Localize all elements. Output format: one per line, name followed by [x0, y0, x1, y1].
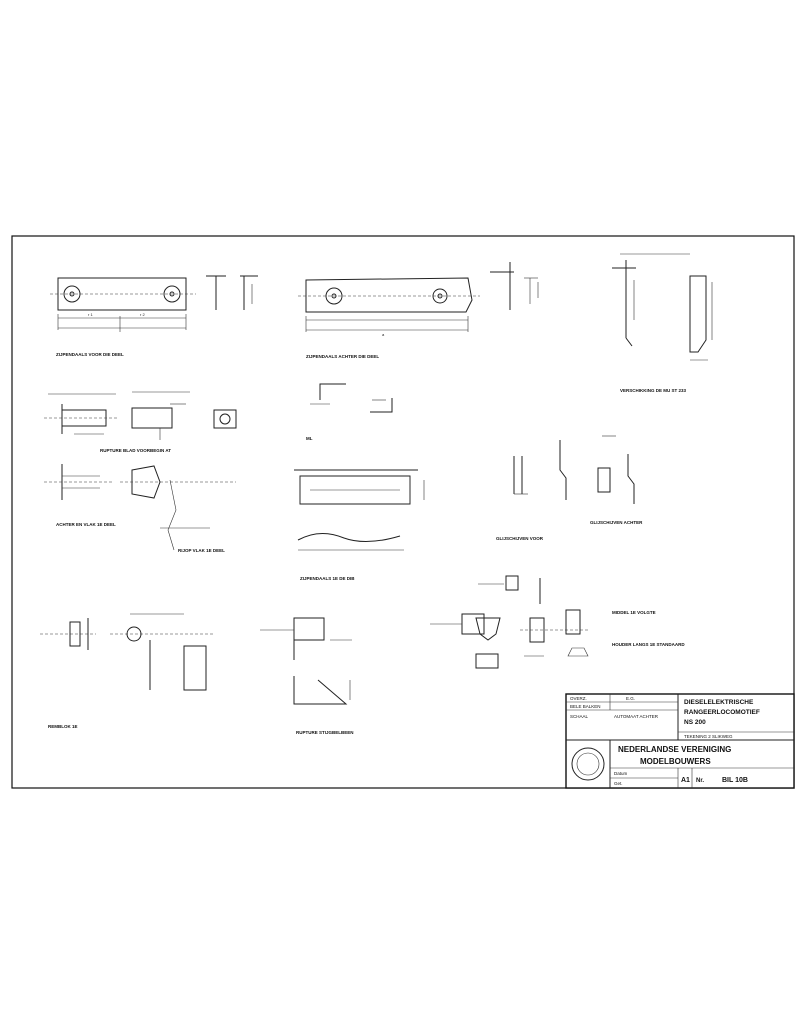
tb-row2-left: BELE BALKEN [570, 704, 601, 709]
tb-row1-mid: E.G. [626, 696, 635, 701]
holder-drawing [430, 575, 590, 669]
caption-stirrup: RUPTURE STIJGBELBEEN [296, 730, 354, 735]
bent-bracket-drawing [310, 383, 393, 413]
caption-slide-plate-front: GLIJSCHIJVEN VOOR [496, 536, 544, 541]
tb-subtitle: TEKENING 2 SLIKWEG [684, 734, 733, 739]
slide-plate-front [513, 440, 567, 500]
tb-drawn-label: Get. [614, 781, 623, 786]
rear-axle-drawing [44, 464, 236, 551]
tb-number-label: Nr. [696, 778, 704, 784]
caption-holder: HOUDER LANGS 1E STANDAARD [612, 642, 685, 647]
organization-seal [571, 747, 605, 781]
tb-date-label: Datum [614, 771, 628, 776]
slide-plate-rear [597, 435, 635, 504]
tb-row3-mid: AUTOMAAT ACHTER [614, 714, 659, 719]
stirrup-drawing [260, 617, 352, 705]
tb-row1-left: OVERZ. [570, 696, 587, 701]
frame-section-drawing [294, 469, 425, 551]
title-block [565, 693, 795, 789]
caption-slide-plate-rear: GLIJSCHIJVEN ACHTER [590, 520, 643, 525]
caption-bent-bracket: ML [306, 436, 313, 441]
tb-sheet-size: A1 [681, 777, 690, 784]
dim-label: r 2 [140, 312, 145, 317]
caption-middle: MIDDEL 1E VOLGTE [612, 610, 656, 615]
rear-sidebar-section [490, 262, 539, 310]
front-sidebar-section [206, 275, 258, 310]
caption-axle-box: RUPTURE BLAD VOORBEGIN AT [100, 448, 171, 453]
caption-front-sidebar: ZIJPENDAALS VOOR DIE DEEL [56, 352, 124, 357]
tb-title-line-2: RANGEERLOCOMOTIEF [684, 709, 760, 716]
caption-rear-axle: ACHTER EN VLAK 1E DEEL [56, 522, 116, 527]
vertical-bracket-drawing [612, 253, 713, 361]
tb-title-line-1: DIESELELEKTRISCHE [684, 699, 754, 706]
caption-frame-section: ZIJPENDAALS 1E DE DIB [300, 576, 355, 581]
tb-row3-left: SCHAAL [570, 714, 589, 719]
tb-number-value: BIL 10B [722, 777, 748, 784]
axle-box-drawing-1 [44, 393, 118, 435]
tb-organization-line-2: MODELBOUWERS [640, 757, 711, 766]
caption-brake-block: REMBLOK 1E [48, 724, 78, 729]
caption-rear-sidebar: ZIJPENDAALS ACHTER DIE DEEL [306, 354, 379, 359]
dim-label: r 1 [88, 312, 93, 317]
dim-label: a [382, 332, 385, 337]
sheet-border [11, 235, 795, 789]
caption-axle-plane: RIJOP VLAK 1E DEEL [178, 548, 225, 553]
tb-title-line-3: NS 200 [684, 719, 706, 726]
tb-organization-line-1: NEDERLANDSE VERENIGING [618, 745, 731, 754]
axle-box-drawing-2 [131, 391, 237, 440]
rear-sidebar-drawing: a [298, 277, 480, 337]
caption-vertical-bracket: VERSCHIKKING DE MU ST 233 [620, 388, 687, 393]
brake-block-drawing [40, 613, 214, 691]
front-sidebar-drawing: r 1 r 2 [50, 277, 196, 332]
